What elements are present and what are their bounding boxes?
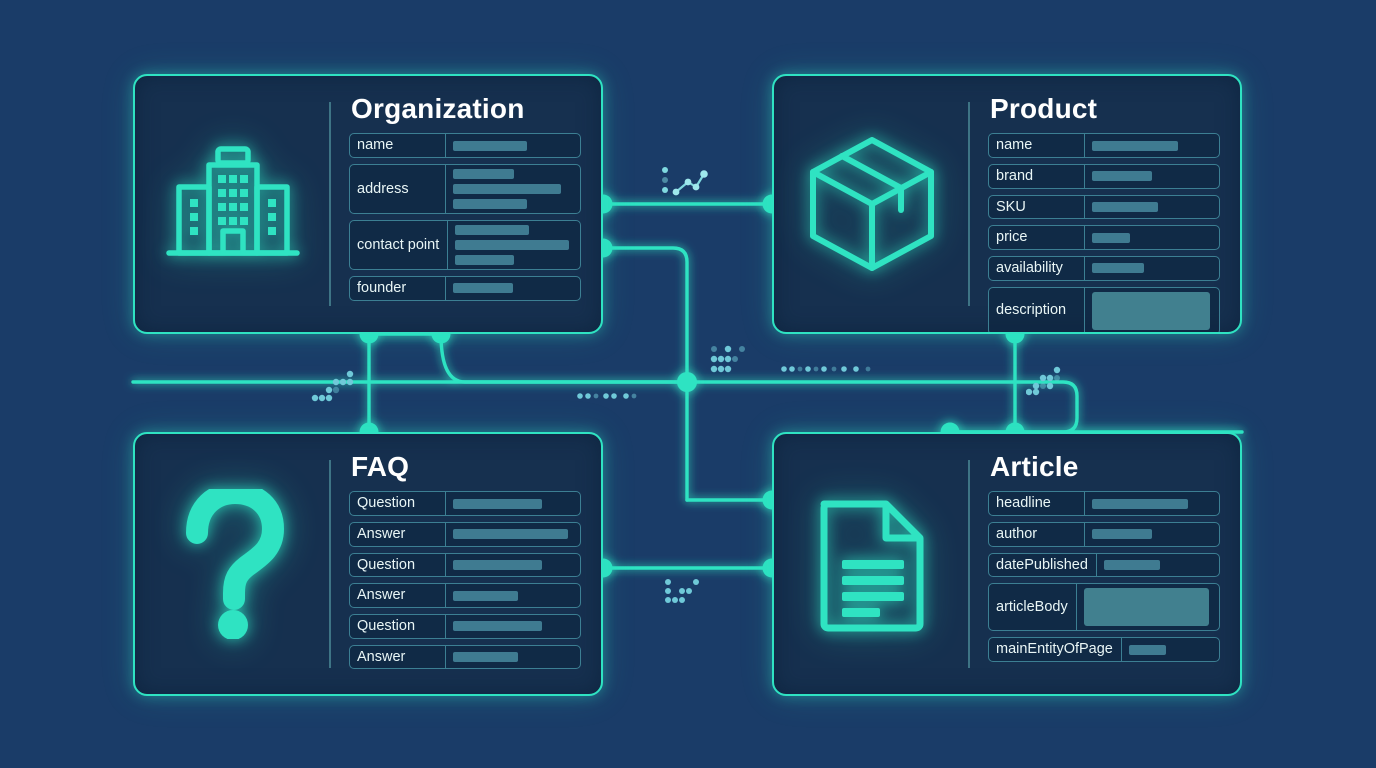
field-label: datePublished xyxy=(989,553,1097,577)
field-row[interactable]: articleBody xyxy=(988,583,1220,632)
field-label: Answer xyxy=(350,645,446,669)
field-row[interactable]: headline xyxy=(988,491,1220,517)
dot-cluster-left-decoration xyxy=(311,370,354,402)
field-label: SKU xyxy=(989,195,1085,219)
entity-card-article[interactable]: Article headline author datePublished ar… xyxy=(772,432,1242,696)
field-label: contact point xyxy=(350,221,449,270)
field-row[interactable]: description xyxy=(988,286,1220,332)
field-row[interactable]: SKU xyxy=(988,194,1220,220)
card-icon-slot xyxy=(135,434,331,694)
card-icon-slot xyxy=(135,76,331,332)
field-label: mainEntityOfPage xyxy=(989,638,1122,662)
field-list: name address contact point xyxy=(349,133,581,301)
field-value xyxy=(1077,584,1219,630)
field-row[interactable]: Question xyxy=(349,614,581,639)
field-label: headline xyxy=(989,492,1085,516)
field-value xyxy=(1085,134,1219,157)
field-row[interactable]: name xyxy=(349,133,581,159)
field-label: Question xyxy=(350,615,446,638)
card-title: Product xyxy=(990,93,1098,124)
field-row[interactable]: datePublished xyxy=(988,552,1220,578)
field-value xyxy=(1085,226,1219,249)
field-value xyxy=(446,646,580,669)
field-row[interactable]: Question xyxy=(349,552,581,578)
field-label: Answer xyxy=(350,584,446,608)
dot-row-center-decoration xyxy=(577,393,637,399)
package-box-icon xyxy=(810,137,934,271)
question-mark-icon xyxy=(186,489,284,639)
field-label: author xyxy=(989,523,1085,546)
sparkline-chart-decoration xyxy=(662,167,708,196)
field-row[interactable]: brand xyxy=(988,164,1220,189)
field-value xyxy=(446,584,580,607)
field-label: name xyxy=(989,134,1085,158)
field-row[interactable]: mainEntityOfPage xyxy=(988,637,1220,663)
office-building-icon xyxy=(166,146,300,256)
entity-card-organization[interactable]: Organization name address xyxy=(133,74,603,334)
field-row[interactable]: Answer xyxy=(349,522,581,547)
field-value xyxy=(1085,257,1219,280)
field-label: articleBody xyxy=(989,584,1077,631)
field-value xyxy=(1085,165,1219,188)
field-label: description xyxy=(989,287,1085,332)
field-list: name brand SKU price availability xyxy=(988,133,1220,332)
dot-cluster-right-decoration xyxy=(1026,366,1061,396)
field-value xyxy=(446,277,580,300)
field-row[interactable]: price xyxy=(988,225,1220,251)
field-value xyxy=(1122,638,1219,661)
field-value xyxy=(446,492,580,515)
field-label: address xyxy=(350,165,446,214)
field-label: availability xyxy=(989,257,1085,280)
card-icon-slot xyxy=(774,434,970,694)
entity-card-faq[interactable]: FAQ Question Answer Question Answer xyxy=(133,432,603,696)
field-label: Question xyxy=(350,492,446,516)
dot-row-right-decoration xyxy=(781,366,871,372)
dot-cluster-faq-decoration xyxy=(665,579,699,603)
field-value xyxy=(1085,492,1219,515)
field-value xyxy=(1085,523,1219,546)
field-row[interactable]: Question xyxy=(349,491,581,517)
field-row[interactable]: availability xyxy=(988,256,1220,281)
card-title: Article xyxy=(990,451,1079,482)
field-value xyxy=(446,523,580,546)
entity-card-product[interactable]: Product name brand SKU price xyxy=(772,74,1242,334)
card-body: Article headline author datePublished ar… xyxy=(970,434,1240,694)
field-value xyxy=(448,221,580,269)
field-row[interactable]: founder xyxy=(349,276,581,301)
field-row[interactable]: Answer xyxy=(349,583,581,609)
card-body: Product name brand SKU price xyxy=(970,76,1240,332)
field-value xyxy=(1085,288,1219,332)
field-value xyxy=(446,134,580,157)
field-value xyxy=(1097,554,1219,577)
field-label: founder xyxy=(350,277,446,300)
field-list: headline author datePublished articleBod… xyxy=(988,491,1220,663)
field-list: Question Answer Question Answer Question xyxy=(349,491,581,670)
dot-cluster-mid-decoration xyxy=(710,345,745,373)
card-body: Organization name address xyxy=(331,76,601,332)
field-value xyxy=(446,165,580,213)
field-label: Answer xyxy=(350,523,446,546)
card-body: FAQ Question Answer Question Answer xyxy=(331,434,601,694)
card-title: Organization xyxy=(351,93,525,124)
field-label: Question xyxy=(350,553,446,577)
field-row[interactable]: contact point xyxy=(349,220,581,271)
card-title: FAQ xyxy=(351,451,410,482)
field-row[interactable]: address xyxy=(349,164,581,215)
field-row[interactable]: Answer xyxy=(349,644,581,670)
card-icon-slot xyxy=(774,76,970,332)
field-label: price xyxy=(989,226,1085,250)
field-row[interactable]: author xyxy=(988,522,1220,547)
field-value xyxy=(446,554,580,577)
field-row[interactable]: name xyxy=(988,133,1220,159)
field-label: brand xyxy=(989,165,1085,188)
field-label: name xyxy=(350,134,446,158)
field-value xyxy=(1085,196,1219,219)
document-page-icon xyxy=(820,500,924,632)
field-value xyxy=(446,615,580,638)
